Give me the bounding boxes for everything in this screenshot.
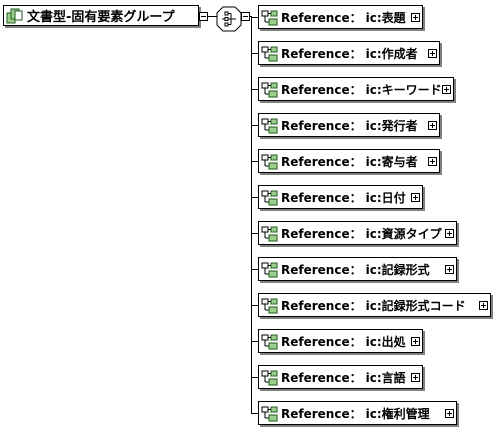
reference-label: Reference：ic:記録形式コード — [281, 297, 466, 314]
reference-label: Reference：ic:権利管理 — [281, 405, 430, 422]
element-reference-icon — [261, 406, 278, 421]
reference-prefix: Reference： — [281, 262, 362, 277]
reference-name: ic:権利管理 — [365, 406, 430, 421]
reference-prefix: Reference： — [281, 226, 362, 241]
sequence-collapse-toggle[interactable] — [241, 12, 250, 21]
reference-expand-toggle[interactable] — [411, 373, 420, 382]
reference-node[interactable]: Reference：ic:表題 — [258, 5, 423, 29]
reference-node[interactable]: Reference：ic:寄与者 — [258, 149, 440, 173]
reference-label: Reference：ic:作成者 — [281, 45, 418, 62]
reference-node[interactable]: Reference：ic:記録形式 — [258, 257, 457, 281]
branch-line — [251, 377, 258, 378]
reference-label: Reference：ic:キーワード — [281, 81, 442, 98]
reference-expand-toggle[interactable] — [428, 121, 437, 130]
branch-line — [251, 89, 258, 90]
reference-node[interactable]: Reference：ic:発行者 — [258, 113, 440, 137]
reference-label: Reference：ic:日付 — [281, 189, 406, 206]
reference-name: ic:資源タイプ — [365, 226, 442, 241]
branch-line — [251, 197, 258, 198]
group-icon — [6, 8, 23, 24]
reference-node[interactable]: Reference：ic:記録形式コード — [258, 293, 491, 317]
branch-line — [251, 233, 258, 234]
branch-line — [251, 341, 258, 342]
reference-name: ic:発行者 — [365, 118, 418, 133]
element-reference-icon — [261, 298, 278, 313]
connector-line — [208, 16, 217, 17]
branch-line — [251, 125, 258, 126]
group-node[interactable]: 文書型-固有要素グループ — [3, 5, 199, 26]
branch-line — [251, 269, 258, 270]
reference-prefix: Reference： — [281, 406, 362, 421]
reference-expand-toggle[interactable] — [428, 157, 437, 166]
reference-name: ic:記録形式 — [365, 262, 430, 277]
reference-expand-toggle[interactable] — [411, 337, 420, 346]
reference-expand-toggle[interactable] — [445, 265, 454, 274]
reference-prefix: Reference： — [281, 10, 362, 25]
reference-node[interactable]: Reference：ic:言語 — [258, 365, 423, 389]
element-reference-icon — [261, 10, 278, 25]
reference-prefix: Reference： — [281, 370, 362, 385]
reference-expand-toggle[interactable] — [479, 301, 488, 310]
trunk-line — [251, 16, 252, 413]
reference-label: Reference：ic:発行者 — [281, 117, 418, 134]
element-reference-icon — [261, 118, 278, 133]
reference-name: ic:キーワード — [365, 82, 442, 97]
branch-line — [251, 413, 258, 414]
branch-line — [251, 17, 258, 18]
element-reference-icon — [261, 82, 278, 97]
reference-label: Reference：ic:資源タイプ — [281, 225, 442, 242]
branch-line — [251, 53, 258, 54]
element-reference-icon — [261, 226, 278, 241]
reference-label: Reference：ic:表題 — [281, 9, 406, 26]
group-collapse-toggle[interactable] — [199, 12, 208, 21]
reference-label: Reference：ic:記録形式 — [281, 261, 430, 278]
reference-prefix: Reference： — [281, 334, 362, 349]
reference-expand-toggle[interactable] — [411, 13, 420, 22]
reference-label: Reference：ic:言語 — [281, 369, 406, 386]
reference-name: ic:表題 — [365, 10, 406, 25]
branch-line — [251, 305, 258, 306]
reference-label: Reference：ic:出処 — [281, 333, 406, 350]
sequence-compositor-icon[interactable] — [216, 6, 242, 32]
reference-node[interactable]: Reference：ic:資源タイプ — [258, 221, 457, 245]
reference-expand-toggle[interactable] — [442, 85, 451, 94]
reference-name: ic:記録形式コード — [365, 298, 466, 313]
branch-line — [251, 161, 258, 162]
reference-expand-toggle[interactable] — [411, 193, 420, 202]
reference-prefix: Reference： — [281, 190, 362, 205]
reference-name: ic:寄与者 — [365, 154, 418, 169]
element-reference-icon — [261, 334, 278, 349]
reference-prefix: Reference： — [281, 154, 362, 169]
reference-expand-toggle[interactable] — [445, 229, 454, 238]
element-reference-icon — [261, 154, 278, 169]
reference-expand-toggle[interactable] — [428, 49, 437, 58]
reference-prefix: Reference： — [281, 118, 362, 133]
reference-node[interactable]: Reference：ic:作成者 — [258, 41, 440, 65]
reference-node[interactable]: Reference：ic:日付 — [258, 185, 423, 209]
reference-expand-toggle[interactable] — [445, 409, 454, 418]
reference-name: ic:日付 — [365, 190, 406, 205]
element-reference-icon — [261, 46, 278, 61]
reference-prefix: Reference： — [281, 46, 362, 61]
reference-node[interactable]: Reference：ic:キーワード — [258, 77, 454, 101]
element-reference-icon — [261, 190, 278, 205]
reference-prefix: Reference： — [281, 298, 362, 313]
reference-name: ic:言語 — [365, 370, 406, 385]
reference-prefix: Reference： — [281, 82, 362, 97]
reference-name: ic:作成者 — [365, 46, 418, 61]
reference-label: Reference：ic:寄与者 — [281, 153, 418, 170]
reference-node[interactable]: Reference：ic:権利管理 — [258, 401, 457, 425]
element-reference-icon — [261, 262, 278, 277]
group-label: 文書型-固有要素グループ — [27, 10, 175, 25]
reference-node[interactable]: Reference：ic:出処 — [258, 329, 423, 353]
element-reference-icon — [261, 370, 278, 385]
reference-name: ic:出処 — [365, 334, 406, 349]
